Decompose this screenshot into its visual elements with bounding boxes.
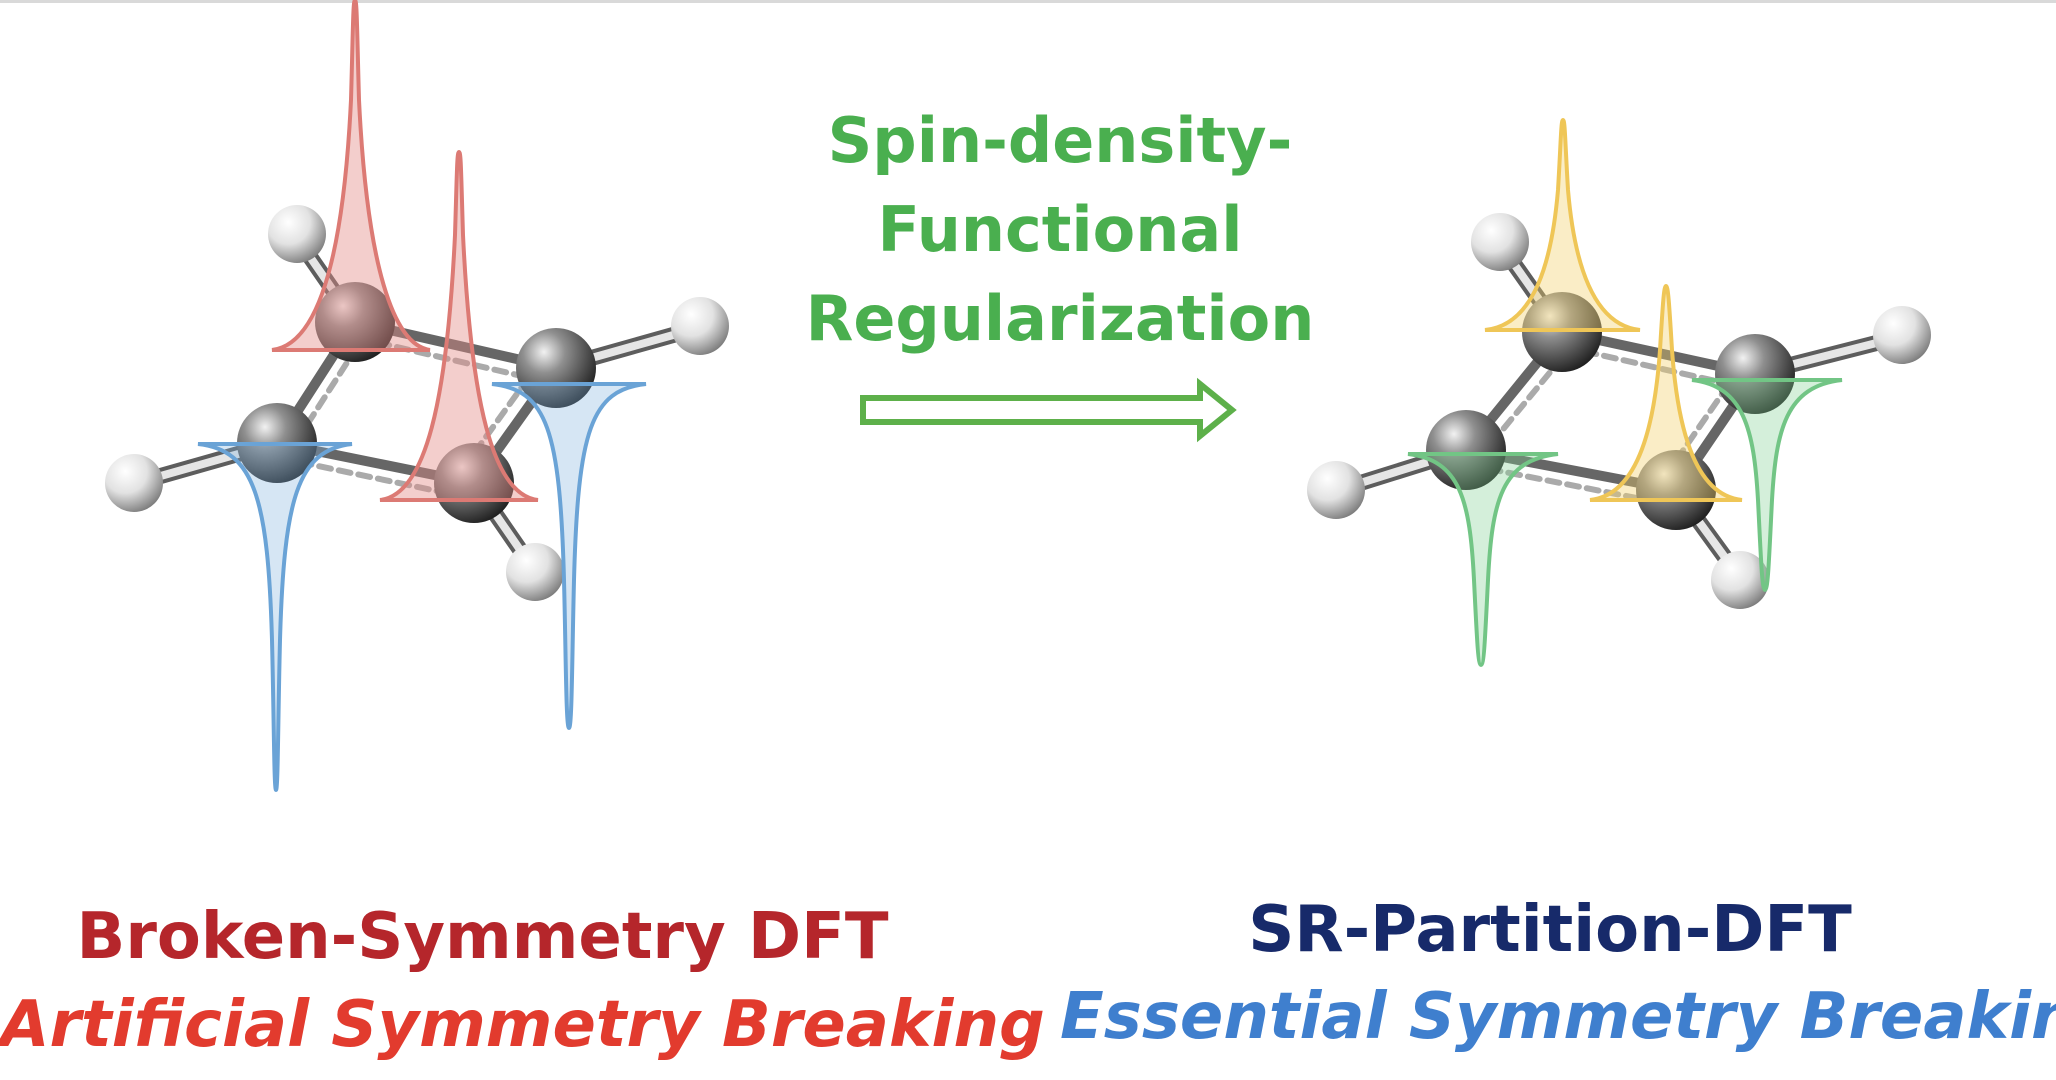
left-bonds — [128, 230, 706, 578]
right-carbon-atom — [1715, 334, 1795, 414]
left-spin-up-densities — [271, 0, 539, 502]
top-border — [0, 0, 2056, 3]
left-carbon-atom — [516, 328, 596, 408]
right-hydrogen-atom — [1711, 551, 1769, 609]
right-hydrogen-atom — [1471, 213, 1529, 271]
left-title: Broken-Symmetry DFT — [76, 900, 889, 974]
process-arrow — [860, 377, 1237, 443]
right-spin-up-densities — [1484, 117, 1743, 502]
left-carbon-atom — [434, 443, 514, 523]
left-spin-down-densities — [197, 382, 647, 793]
left-hydrogen-atom — [671, 297, 729, 355]
left-molecule — [105, 205, 729, 601]
left-hydrogen-atom — [268, 205, 326, 263]
left-carbon-atom — [315, 282, 395, 362]
left-subtitle: Artificial Symmetry Breaking — [0, 988, 1045, 1062]
right-carbon-atom — [1636, 450, 1716, 530]
right-title: SR-Partition-DFT — [1248, 893, 1852, 967]
right-molecule — [1307, 213, 1931, 609]
right-hydrogen-atom — [1307, 461, 1365, 519]
method-line: Spin-density- — [827, 104, 1293, 177]
left-hydrogen-atom — [105, 454, 163, 512]
method-line: Functional — [877, 193, 1243, 266]
right-hydrogen-atom — [1873, 306, 1931, 364]
method-line: Regularization — [805, 282, 1315, 355]
right-spin-down-densities — [1407, 378, 1843, 668]
right-subtitle: Essential Symmetry Breaking — [1060, 980, 2056, 1054]
right-bonds — [1330, 236, 1908, 586]
left-hydrogen-atom — [506, 543, 564, 601]
method-label: Spin-density- Functional Regularization — [780, 96, 1340, 363]
